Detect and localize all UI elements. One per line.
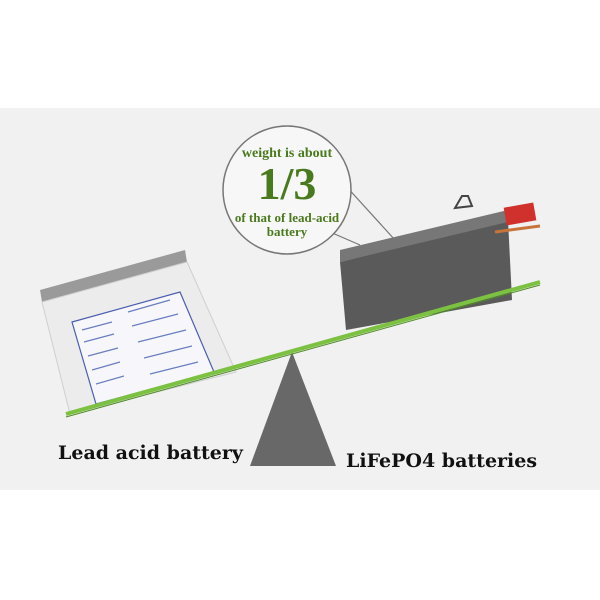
fulcrum-triangle [250,352,336,466]
lead-acid-battery [40,250,237,415]
callout-text-line2: of that of lead-acid [234,210,340,225]
callout-fraction: 1/3 [257,158,317,209]
lead-acid-label: Lead acid battery [58,442,243,464]
callout-text-line3: battery [266,224,308,239]
balance-beam [65,280,541,416]
lifepo4-label: LiFePO4 batteries [346,450,538,472]
callout-circle [222,125,352,255]
callout-text-line1: weight is about [241,146,333,161]
callout-pointer [344,184,396,241]
